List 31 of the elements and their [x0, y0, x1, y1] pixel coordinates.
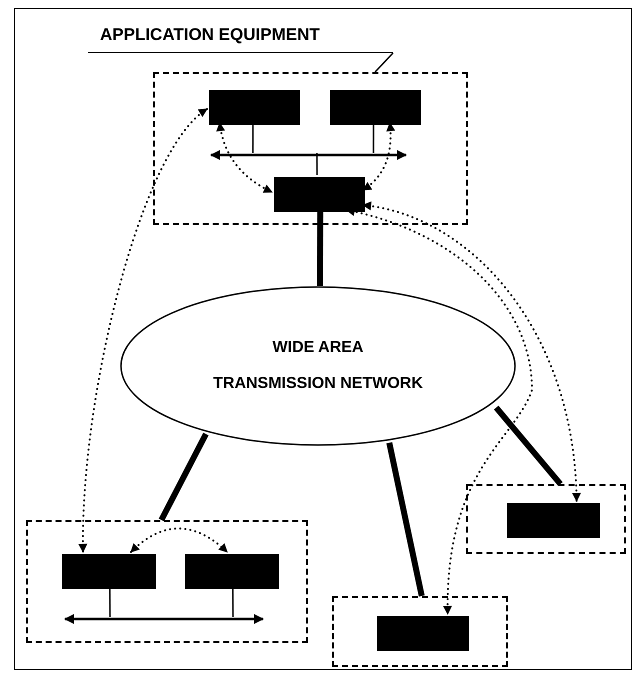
device-box [274, 177, 365, 212]
connector-line [372, 123, 374, 153]
device-box [330, 90, 421, 125]
dashed-group-box [153, 72, 468, 225]
link-line [386, 442, 425, 597]
link-line [316, 210, 324, 286]
callout-label: APPLICATION EQUIPMENT [88, 18, 393, 53]
leader-line [374, 52, 394, 73]
dashed-group-box [332, 596, 508, 667]
dashed-group-box [466, 484, 626, 554]
dotted-arrow [216, 122, 273, 194]
dotted-arrow [130, 528, 228, 553]
device-box [377, 616, 469, 651]
dotted-arrow [362, 122, 395, 192]
network-ellipse [120, 286, 516, 446]
device-box [185, 554, 279, 589]
connector-line [252, 123, 254, 153]
connector-line [109, 587, 111, 617]
link-line [494, 406, 563, 486]
device-box [507, 503, 600, 538]
dotted-arrow [78, 108, 208, 553]
dashed-group-box [26, 520, 308, 643]
bus-line [210, 149, 407, 161]
dotted-arrow [362, 202, 581, 502]
network-label: WIDE AREA TRANSMISSION NETWORK [212, 338, 424, 394]
link-line [158, 432, 209, 522]
bus-line [64, 613, 264, 625]
device-box [62, 554, 156, 589]
device-box [209, 90, 300, 125]
connector-line [316, 153, 318, 175]
connector-line [232, 587, 234, 617]
